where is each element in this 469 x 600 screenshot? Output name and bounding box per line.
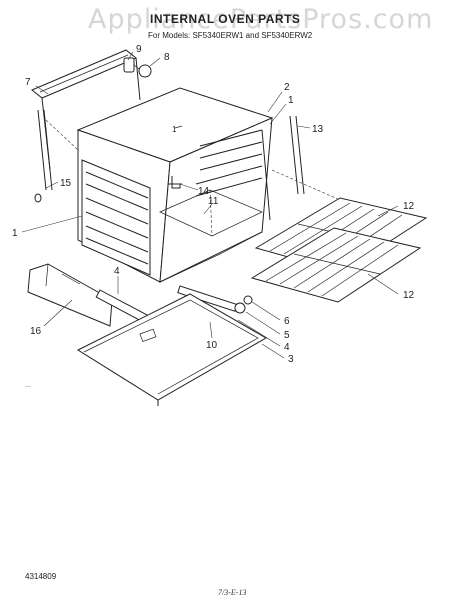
model-subtitle: For Models: SF5340ERW1 and SF5340ERW2 (148, 31, 313, 40)
callout-11: 11 (208, 196, 219, 207)
part-front-panel (27, 263, 113, 327)
svg-text:1: 1 (172, 125, 177, 134)
part-oven-bottom (76, 293, 268, 406)
callout-2: 2 (284, 82, 290, 93)
callout-10: 10 (206, 340, 218, 351)
callout-7: 7 (25, 77, 31, 88)
callout-12-upper: 12 (403, 201, 415, 212)
callout-13: 13 (312, 124, 324, 135)
part-oven-rack-lower (250, 227, 422, 303)
callout-1-right: 1 (288, 95, 294, 106)
callout-5: 5 (284, 330, 290, 341)
part-rack-guides-right (195, 129, 271, 221)
diagram-title: INTERNAL OVEN PARTS (150, 12, 301, 26)
part-side-strip-left (34, 109, 79, 203)
assembly-guide-lines (209, 169, 341, 237)
part-bracket-clip (168, 176, 182, 189)
callout-4-right: 4 (284, 342, 290, 353)
callout-1-left: 1 (12, 228, 18, 239)
part-rack-guides-left (81, 159, 151, 276)
callout-12-lower: 12 (403, 290, 415, 301)
callout-6: 6 (284, 316, 290, 327)
footer-part-code: 4314809 (25, 572, 57, 581)
leader-lines (21, 51, 399, 359)
callout-16: 16 (30, 326, 42, 337)
part-side-strip-right (289, 115, 305, 195)
watermark: AppliancePartsPros.com (88, 4, 434, 35)
callout-14: 14 (198, 186, 210, 197)
page-reference: 7/3-E-13 (218, 588, 247, 597)
callout-9: 9 (136, 44, 142, 55)
stray-marks: ... (25, 382, 31, 389)
callout-4-left: 4 (114, 266, 120, 277)
callout-numbers: 7 9 8 2 1 13 15 14 11 1 12 12 4 16 6 5 4… (12, 44, 415, 365)
callout-8: 8 (164, 52, 170, 63)
callout-3: 3 (288, 354, 294, 365)
callout-15: 15 (60, 178, 72, 189)
